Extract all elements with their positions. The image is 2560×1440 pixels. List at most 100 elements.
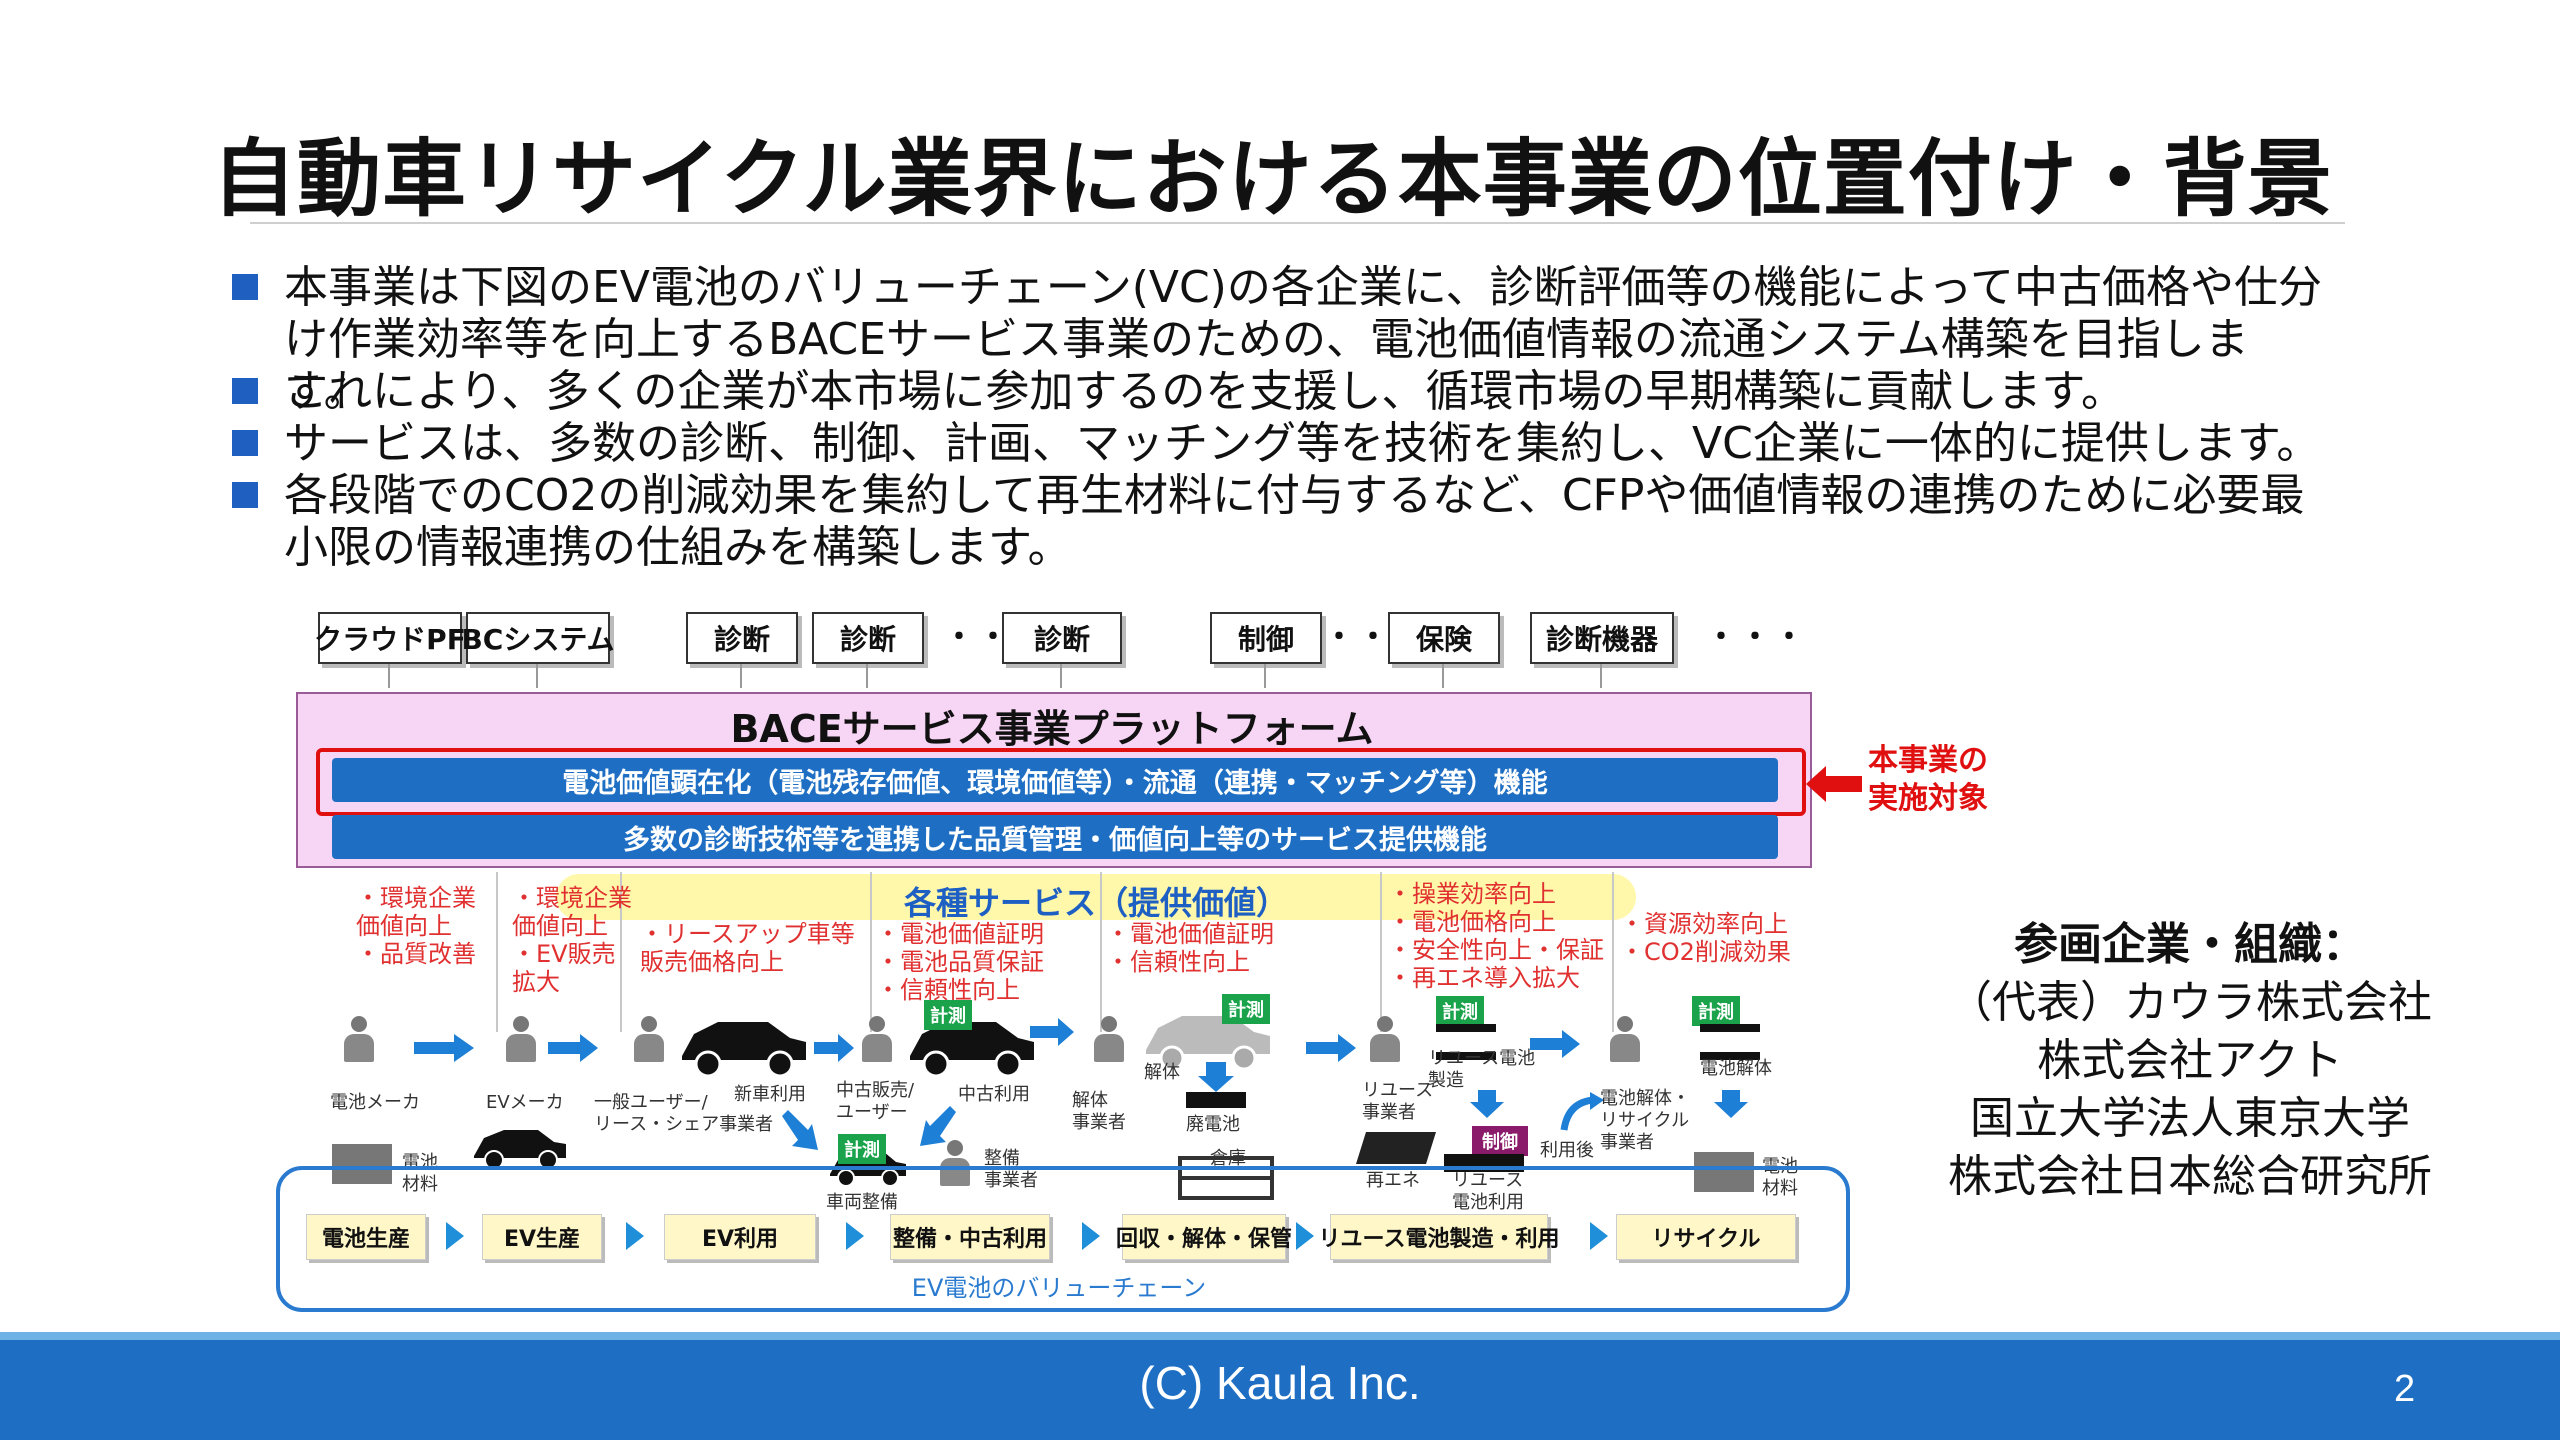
actor-label: 廃電池 [1186, 1114, 1240, 1135]
actor-label-line: ユーザー [836, 1102, 908, 1123]
stage-arrow-icon [1296, 1222, 1314, 1250]
measure-badge: 計測 [1692, 996, 1740, 1026]
bullet-text: これにより、多くの企業が本市場に参加するのを支援し、循環市場の早期構築に貢献しま… [284, 366, 2125, 417]
value-line: ・信頼性向上 [1106, 948, 1250, 976]
service-box-diagnostic-device: 診断機器 [1530, 612, 1674, 664]
bullet-square-icon [232, 482, 258, 508]
bullet-square-icon [232, 274, 258, 300]
value-line: 拡大 [512, 968, 560, 996]
value-line: ・資源効率向上 [1620, 910, 1788, 938]
measure-badge: 計測 [838, 1134, 886, 1164]
actor-label-line: 電池解体・ [1600, 1088, 1690, 1109]
actor-label: 整備 事業者 [984, 1148, 1038, 1192]
actor-label-line: 電池利用 [1452, 1192, 1524, 1213]
function-bar-value-circulation: 電池価値顕在化（電池残存価値、環境価値等）・流通（連携・マッチング等）機能 [332, 758, 1778, 802]
service-box-bc-system: BCシステム [461, 612, 615, 664]
actor-label: 解体 [1144, 1062, 1180, 1083]
actor-label: リユース 事業者 [1362, 1080, 1433, 1124]
down-arrow-icon [1264, 664, 1266, 688]
footer-bar [0, 1340, 2560, 1440]
value-line: ・EV販売 [512, 940, 616, 968]
actor-label: 中古販売/ ユーザー [836, 1080, 914, 1124]
actor-label: 中古利用 [958, 1084, 1030, 1105]
measure-badge: 計測 [1222, 994, 1270, 1024]
person-icon [1370, 1016, 1400, 1062]
actor-label-line: 材料 [402, 1174, 438, 1195]
stage-recycle: リサイクル [1616, 1214, 1796, 1260]
stage-arrow-icon [1590, 1222, 1608, 1250]
person-icon [1610, 1016, 1640, 1062]
stage-arrow-icon [626, 1222, 644, 1250]
ellipsis: ・・・ [1706, 620, 1808, 655]
value-line: ・電池価格向上 [1388, 908, 1556, 936]
value-line: ・CO2削減効果 [1620, 938, 1791, 966]
stage-reuse-battery: リユース電池製造・利用 [1319, 1214, 1559, 1260]
stage-arrow-icon [846, 1222, 864, 1250]
value-line: 販売価格向上 [640, 948, 784, 976]
member-item: 株式会社日本総合研究所 [1948, 1151, 2432, 1202]
value-label: ・環境企業 価値向上 ・品質改善 [356, 884, 476, 968]
value-line: ・信頼性向上 [876, 976, 1020, 1004]
bullet-item: 本事業は下図のEV電池のバリューチェーン(VC)の各企業に、診断評価等の機能によ… [232, 262, 2332, 417]
person-icon [344, 1016, 374, 1062]
column-divider [1612, 872, 1614, 1032]
down-left-arrow-icon [920, 1106, 956, 1146]
bullet-text: サービスは、多数の診断、制御、計画、マッチング等を技術を集約し、VC企業に一体的… [284, 418, 2321, 469]
person-icon [506, 1016, 536, 1062]
page-title: 自動車リサイクル業界における本事業の位置付け・背景 [212, 130, 2333, 228]
actor-label: 利用後 [1540, 1140, 1594, 1161]
actor-label: 電池解体・ リサイクル 事業者 [1600, 1088, 1690, 1154]
actor-label-line: 材料 [1762, 1178, 1798, 1199]
down-arrow-icon [388, 664, 390, 688]
bullet-square-icon [232, 430, 258, 456]
value-line: ・電池価値証明 [876, 920, 1044, 948]
bullet-square-icon [232, 378, 258, 404]
actor-label: 倉庫 [1210, 1148, 1246, 1169]
down-arrow-icon [1600, 664, 1602, 688]
bullet-item: サービスは、多数の診断、制御、計画、マッチング等を技術を集約し、VC企業に一体的… [232, 418, 2332, 470]
actor-label-line: 事業者 [1600, 1132, 1654, 1153]
actor-label: EVメーカ [486, 1092, 564, 1113]
service-box-control: 制御 [1210, 612, 1322, 664]
target-label-line: 実施対象 [1868, 781, 1988, 816]
actor-label: リユース 電池利用 [1452, 1170, 1524, 1214]
person-icon [940, 1140, 970, 1186]
person-icon [862, 1016, 892, 1062]
member-item: 株式会社アクト [2037, 1035, 2343, 1086]
service-box-diagnosis: 診断 [1002, 612, 1122, 664]
value-label: ・リースアップ車等 販売価格向上 [640, 920, 855, 976]
right-arrow-icon [414, 1034, 474, 1062]
actor-label-line: リユース [1362, 1080, 1434, 1101]
value-chain-frame [276, 1166, 1850, 1312]
person-icon [634, 1016, 664, 1062]
actor-label: 新車利用 [734, 1084, 806, 1105]
bullet-item: 各段階でのCO2の削減効果を集約して再生材料に付与するなど、CFPや価値情報の連… [232, 470, 2332, 574]
service-box-diagnosis: 診断 [812, 612, 924, 664]
actor-label: 一般ユーザー/ リース・シェア事業者 [594, 1092, 773, 1136]
actor-label-line: リース・シェア事業者 [594, 1114, 774, 1135]
down-right-arrow-icon [782, 1110, 818, 1150]
value-line: ・環境企業 [356, 884, 476, 912]
person-icon [1094, 1016, 1124, 1062]
down-arrow-icon [1714, 1090, 1748, 1118]
title-divider [250, 222, 2345, 224]
stage-ev-use: EV利用 [664, 1214, 816, 1260]
target-label: 本事業の 実施対象 [1868, 742, 1988, 818]
battery-pack-icon [1436, 1024, 1496, 1060]
warehouse-icon [1178, 1156, 1274, 1200]
function-bar-service-provision: 多数の診断技術等を連携した品質管理・価値向上等のサービス提供機能 [332, 815, 1778, 859]
left-arrow-icon [1806, 766, 1862, 802]
stage-arrow-icon [1082, 1222, 1100, 1250]
bullet-item: これにより、多くの企業が本市場に参加するのを支援し、循環市場の早期構築に貢献しま… [232, 366, 2332, 418]
down-arrow-icon [1470, 1090, 1504, 1118]
bullet-text: 本事業は下図のEV電池のバリューチェーン(VC)の各企業に、診断評価等の機能によ… [284, 262, 2323, 417]
down-arrow-icon [1060, 664, 1062, 688]
service-box-diagnosis: 診断 [686, 612, 798, 664]
down-arrow-icon [1198, 1062, 1234, 1092]
value-line: 価値向上 [356, 912, 452, 940]
actor-label-line: 中古販売/ [836, 1080, 915, 1101]
services-label: 各種サービス（提供価値） [903, 884, 1288, 922]
value-line: ・電池価値証明 [1106, 920, 1274, 948]
footer-accent [0, 1332, 2560, 1342]
target-highlight-frame [316, 748, 1806, 816]
